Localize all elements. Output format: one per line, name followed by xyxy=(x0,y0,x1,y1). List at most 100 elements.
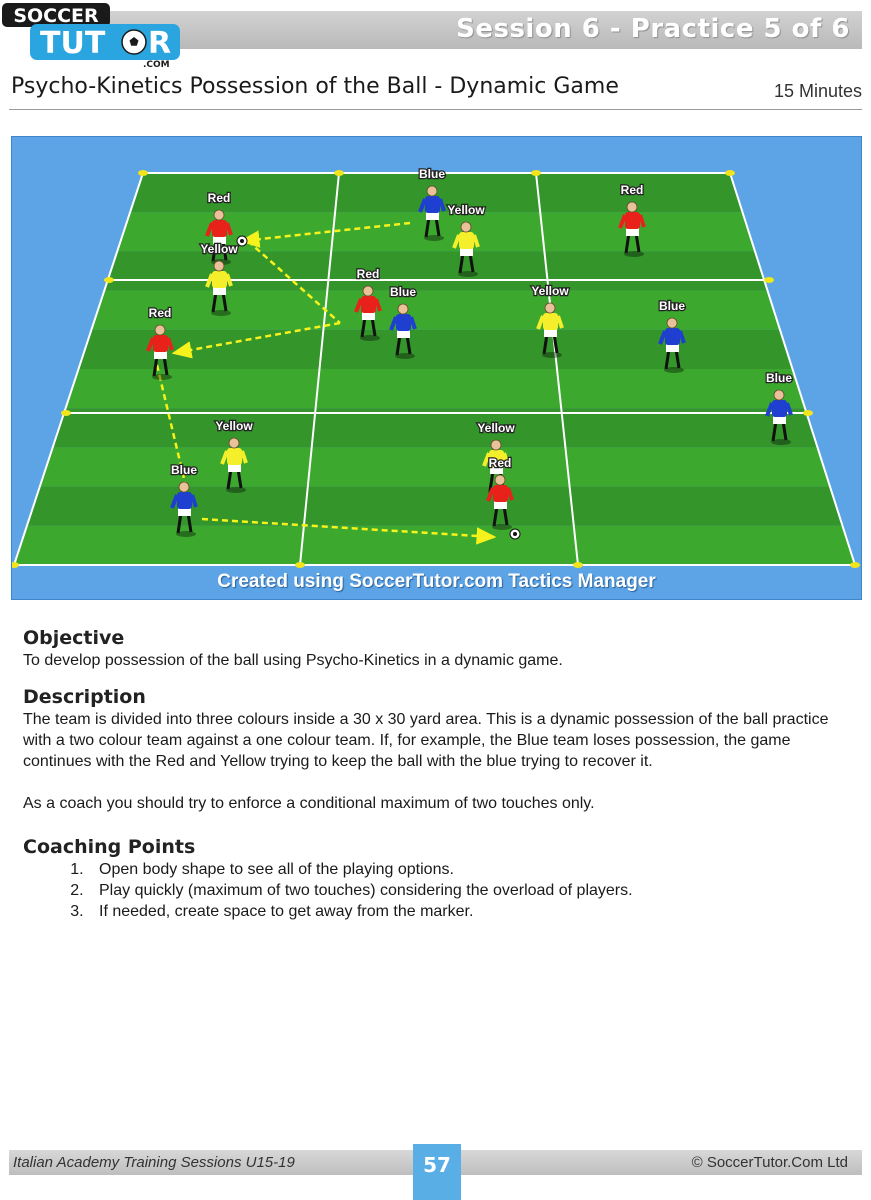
description-heading: Description xyxy=(23,686,146,708)
objective-text: To develop possession of the ball using … xyxy=(23,652,563,669)
player-label: Blue xyxy=(419,167,445,181)
logo-top-plate xyxy=(2,3,110,27)
dribble-arrow-1 xyxy=(247,240,341,324)
player-leg xyxy=(781,420,788,441)
player-red: Red xyxy=(486,455,514,530)
cone-marker xyxy=(803,410,813,416)
player-head xyxy=(773,389,785,401)
player-arm xyxy=(190,494,198,508)
logo-sub-text: .COM xyxy=(143,60,170,70)
player-leg xyxy=(176,512,183,534)
player-shirt xyxy=(212,220,227,237)
player-yellow: Yellow xyxy=(214,418,255,493)
player-blue: Blue xyxy=(170,462,199,537)
pitch-stripe xyxy=(104,251,768,291)
pass-arrow-3 xyxy=(201,517,497,545)
grid-line-v1 xyxy=(299,172,340,566)
player-arm xyxy=(506,487,514,501)
player-label: Red xyxy=(208,191,231,205)
player-blue: Blue xyxy=(418,166,447,241)
player-shorts xyxy=(460,247,473,256)
player-shadow xyxy=(624,251,644,257)
player-arm xyxy=(536,315,545,330)
player-yellow: Yellow xyxy=(199,241,240,316)
player-leg xyxy=(236,468,243,489)
player-head xyxy=(362,285,374,297)
player-blue: Blue xyxy=(658,298,687,373)
soccertutor-logo: SOCCER TUT R .COM xyxy=(2,3,180,70)
player-leg xyxy=(434,216,441,237)
book-title: Italian Academy Training Sessions U15-19 xyxy=(13,1154,295,1171)
player-shirt xyxy=(543,313,558,330)
pitch-stripe xyxy=(14,525,855,565)
player-shorts xyxy=(362,311,375,320)
description-note: As a coach you should try to enforce a c… xyxy=(23,795,595,812)
header-bar: Session 6 - Practice 5 of 6 xyxy=(100,11,862,49)
cone-marker xyxy=(104,277,114,283)
player-arm xyxy=(240,450,248,464)
player-label: Red xyxy=(357,267,380,281)
player-arm xyxy=(638,214,646,228)
player-arm xyxy=(374,298,382,312)
player-arm xyxy=(765,402,774,417)
player-arm xyxy=(354,298,363,313)
player-arm xyxy=(170,494,179,509)
coaching-heading: Coaching Points xyxy=(23,836,196,858)
player-arm xyxy=(389,316,398,331)
player-shorts xyxy=(397,329,410,338)
player-leg xyxy=(395,334,402,356)
player-leg xyxy=(360,316,367,338)
player-red: Red xyxy=(618,182,646,257)
player-shadow xyxy=(211,310,231,316)
coaching-point: Play quickly (maximum of two touches) co… xyxy=(88,880,848,901)
player-shorts xyxy=(228,463,241,472)
player-label: Yellow xyxy=(200,242,238,256)
player-leg xyxy=(424,216,431,238)
player-shirt xyxy=(177,492,192,509)
player-shorts xyxy=(490,465,503,474)
player-arm xyxy=(220,450,229,465)
player-shirt xyxy=(489,450,504,467)
player-shirt xyxy=(212,271,227,288)
player-red: Red xyxy=(146,305,174,380)
player-leg xyxy=(674,348,681,369)
player-shirt xyxy=(425,196,440,213)
practice-content: Objective To develop possession of the b… xyxy=(23,626,848,922)
player-shorts xyxy=(666,343,679,352)
player-shirt xyxy=(625,212,640,229)
page-number: 57 xyxy=(413,1144,461,1200)
player-leg xyxy=(634,232,641,253)
cone-marker xyxy=(573,562,583,568)
player-head xyxy=(426,185,438,197)
player-leg xyxy=(162,355,169,376)
player-shorts xyxy=(213,235,226,244)
player-arm xyxy=(486,487,495,502)
player-leg xyxy=(370,316,377,337)
player-shirt xyxy=(665,328,680,345)
player-shirt xyxy=(493,485,508,502)
cone-marker xyxy=(764,277,774,283)
player-shadow xyxy=(360,335,380,341)
player-shadow xyxy=(771,439,791,445)
player-leg xyxy=(492,505,499,527)
player-blue: Blue xyxy=(389,284,418,359)
player-red: Red xyxy=(354,266,382,341)
player-arm xyxy=(205,222,214,237)
duration-label: 15 Minutes xyxy=(773,81,862,101)
player-leg xyxy=(664,348,671,370)
title-divider xyxy=(9,109,862,110)
pass-arrow-1 xyxy=(239,221,411,248)
practice-title: Psycho-Kinetics Possession of the Ball -… xyxy=(11,74,619,99)
player-leg xyxy=(226,468,233,490)
pitch-stripe xyxy=(52,408,818,448)
cone-marker xyxy=(61,410,71,416)
player-leg xyxy=(211,240,218,262)
player-arm xyxy=(785,402,793,416)
pitch-stripe xyxy=(39,447,831,487)
player-shorts xyxy=(154,350,167,359)
player-shadow xyxy=(458,271,478,277)
player-label: Red xyxy=(621,183,644,197)
player-blue: Blue xyxy=(765,370,794,445)
player-leg xyxy=(211,291,218,313)
